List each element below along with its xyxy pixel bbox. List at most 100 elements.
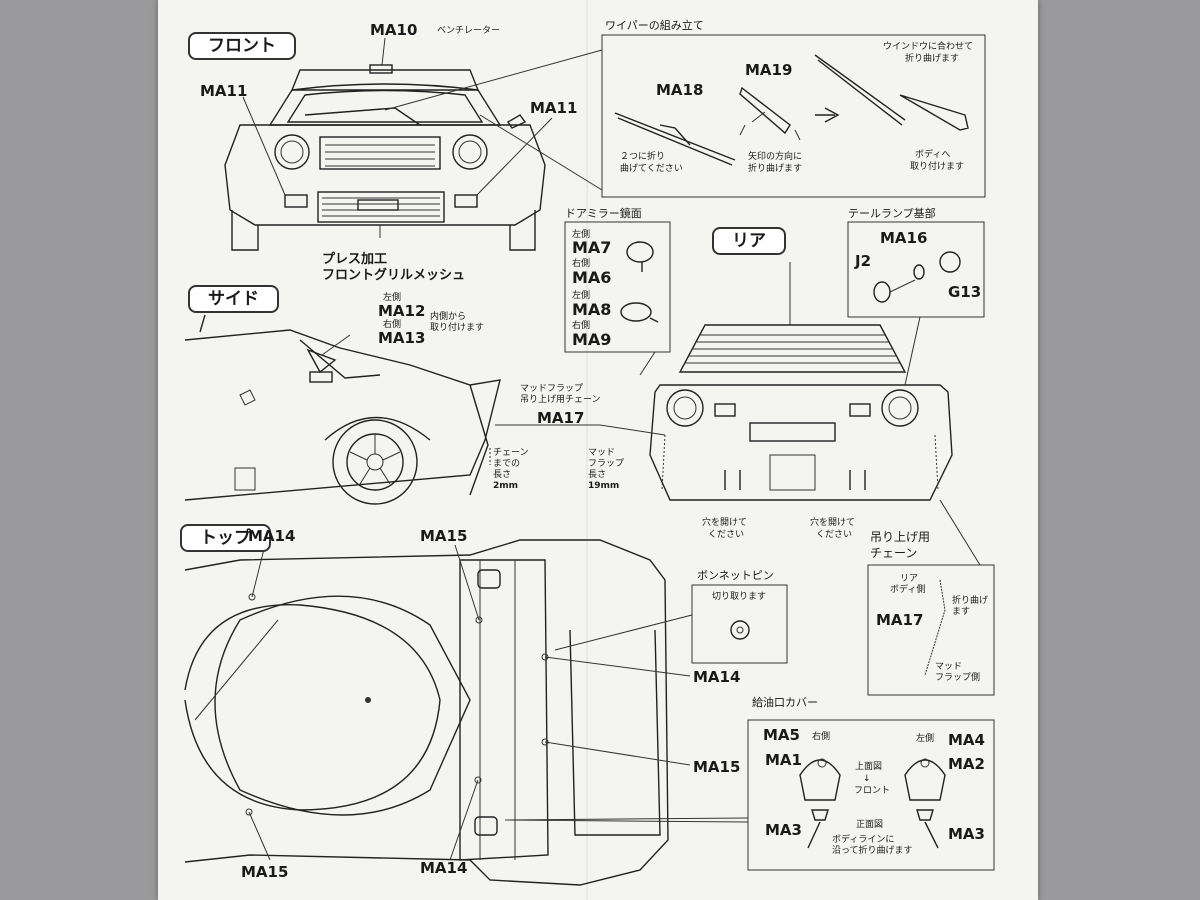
note-flap-len: 19mm bbox=[588, 481, 620, 491]
note-arrow-2: 折り曲げます bbox=[748, 164, 803, 174]
note-cd-mud-1: マッド bbox=[935, 662, 963, 672]
note-cd-fold-1: 折り曲げ bbox=[952, 596, 989, 606]
chain-box bbox=[867, 564, 995, 696]
label-ma13: MA13 bbox=[378, 329, 426, 347]
label-ma14-a: MA14 bbox=[248, 527, 296, 545]
note-fuel-right: 右側 bbox=[812, 732, 831, 742]
note-fuel-body-1: ボディラインに bbox=[832, 835, 895, 845]
label-ma11-left: MA11 bbox=[200, 82, 248, 100]
note-chain-2: までの bbox=[493, 459, 521, 469]
label-ma15-b: MA15 bbox=[693, 758, 741, 776]
leader-lines bbox=[242, 37, 666, 861]
label-press-work: プレス加工 bbox=[322, 252, 388, 267]
note-top-arrow: ↓ bbox=[863, 774, 871, 784]
label-ma12: MA12 bbox=[378, 302, 426, 320]
bonnet-title: ボンネットピン bbox=[697, 569, 774, 582]
label-ma16: MA16 bbox=[880, 229, 928, 247]
label-ma17-side: MA17 bbox=[537, 409, 585, 427]
note-hole-right-1: 穴を開けて bbox=[810, 518, 856, 528]
tail-title: テールランプ基部 bbox=[848, 207, 936, 220]
note-fuel-body-2: 沿って折り曲げます bbox=[832, 846, 913, 856]
wiper-parts bbox=[614, 54, 969, 166]
note-mirror-right1: 右側 bbox=[572, 259, 591, 269]
note-fuel-left: 左側 bbox=[916, 734, 935, 744]
note-mudflap-2: 吊り上げ用チェーン bbox=[520, 395, 601, 405]
bonnet-pin-part bbox=[554, 614, 750, 651]
note-cd-rear-2: ボディ側 bbox=[890, 585, 926, 595]
note-side-left: 左側 bbox=[383, 293, 402, 303]
label-ma9: MA9 bbox=[572, 330, 612, 349]
note-chain-len: 2mm bbox=[493, 481, 519, 491]
label-ma7: MA7 bbox=[572, 238, 612, 257]
fuel-cap-box bbox=[747, 719, 995, 871]
wiper-box bbox=[601, 34, 986, 198]
note-chain-1: チェーン bbox=[493, 448, 529, 458]
label-ma3-right: MA3 bbox=[948, 825, 985, 843]
mirror-parts bbox=[620, 241, 659, 376]
tab-front: フロント bbox=[188, 32, 296, 60]
note-hole-right-2: ください bbox=[816, 530, 853, 540]
note-mirror-left1: 左側 bbox=[572, 230, 591, 240]
tail-lamp-parts bbox=[873, 251, 961, 386]
note-window-2: 折り曲げます bbox=[905, 54, 960, 64]
fuel-cap-parts bbox=[504, 758, 946, 849]
note-window-1: ウインドウに合わせて bbox=[883, 42, 974, 52]
note-top-view: 上面図 bbox=[855, 762, 883, 772]
rear-view-car bbox=[649, 262, 953, 501]
note-cd-rear-1: リア bbox=[900, 574, 919, 584]
note-inside-2: 取り付けます bbox=[430, 323, 485, 333]
note-fold-two-2: 曲げてください bbox=[620, 164, 683, 174]
mirror-title: ドアミラー鏡面 bbox=[565, 207, 642, 220]
note-hole-left-2: ください bbox=[708, 530, 745, 540]
label-ma2: MA2 bbox=[948, 755, 985, 773]
side-view-car bbox=[184, 314, 501, 505]
label-ma3-left: MA3 bbox=[765, 821, 802, 839]
tab-top: トップ bbox=[180, 524, 271, 552]
wiper-title: ワイパーの組み立て bbox=[605, 19, 704, 32]
note-body-1: ボディへ bbox=[915, 150, 951, 160]
tab-rear: リア bbox=[712, 227, 786, 255]
note-rear-chain-2: チェーン bbox=[870, 546, 918, 560]
label-ma15-a: MA15 bbox=[420, 527, 468, 545]
note-hole-left-1: 穴を開けて bbox=[702, 518, 748, 528]
note-cd-fold-2: ます bbox=[952, 607, 971, 617]
label-ma8: MA8 bbox=[572, 300, 612, 319]
label-ma4: MA4 bbox=[948, 731, 985, 749]
note-body-2: 取り付けます bbox=[910, 162, 965, 172]
label-ma14-c: MA14 bbox=[420, 859, 468, 877]
fuel-title: 給油口カバー bbox=[752, 696, 818, 709]
note-side-right: 右側 bbox=[383, 320, 402, 330]
label-ma1: MA1 bbox=[765, 751, 802, 769]
note-flap-2: フラップ bbox=[588, 459, 625, 469]
label-ma10: MA10 bbox=[370, 21, 418, 39]
label-ma5: MA5 bbox=[763, 726, 800, 744]
label-ma11-right: MA11 bbox=[530, 99, 578, 117]
note-mudflap-1: マッドフラップ bbox=[520, 384, 584, 394]
top-view-car bbox=[184, 539, 691, 886]
note-mirror-left2: 左側 bbox=[572, 291, 591, 301]
tail-lamp-box bbox=[847, 221, 985, 318]
page-fold bbox=[586, 0, 588, 900]
bonnet-pin-box bbox=[691, 584, 788, 664]
front-view-car bbox=[224, 64, 546, 251]
label-ma17-chain: MA17 bbox=[876, 611, 924, 629]
label-g13: G13 bbox=[948, 283, 982, 301]
label-ma18: MA18 bbox=[656, 81, 704, 99]
note-mirror-right2: 右側 bbox=[572, 321, 591, 331]
note-cd-mud-2: フラップ側 bbox=[935, 673, 981, 683]
mirror-box bbox=[564, 221, 671, 353]
label-front-grill-mesh: フロントグリルメッシュ bbox=[322, 268, 466, 283]
tab-side: サイド bbox=[188, 285, 279, 313]
label-ma14-b: MA14 bbox=[693, 668, 741, 686]
note-flap-3: 長さ bbox=[588, 470, 607, 480]
note-arrow-1: 矢印の方向に bbox=[748, 152, 803, 162]
label-j2: J2 bbox=[855, 252, 872, 270]
note-ventilator: ベンチレーター bbox=[437, 26, 501, 36]
note-rear-chain-1: 吊り上げ用 bbox=[870, 530, 931, 544]
label-ma6: MA6 bbox=[572, 268, 612, 287]
note-bonnet-cut: 切り取ります bbox=[712, 592, 767, 602]
note-flap-1: マッド bbox=[588, 448, 616, 458]
note-front-view: 正面図 bbox=[856, 820, 884, 830]
label-ma15-c: MA15 bbox=[241, 863, 289, 881]
